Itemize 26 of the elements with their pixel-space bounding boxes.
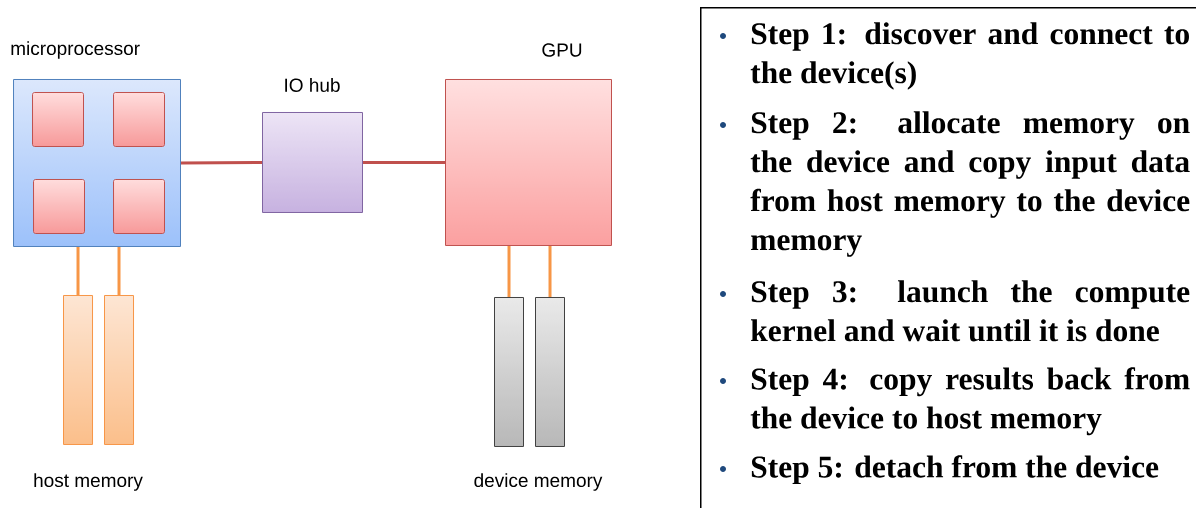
gpu-box: GPU (445, 43, 612, 246)
memory-stick (535, 297, 565, 447)
node-label: microprocessor (11, 41, 140, 59)
connector-line (117, 247, 121, 295)
node-label: IO hub (285, 78, 340, 92)
memory-stick (104, 295, 134, 445)
connector-line (507, 246, 511, 297)
step-text: Step 4: copy results back from the device to host memory (750, 367, 1190, 436)
hub-box: IO hub (262, 78, 363, 213)
memory-label: host memory (34, 473, 143, 491)
core-box (113, 92, 165, 147)
connector-line (363, 161, 445, 164)
memory-stick (494, 297, 524, 447)
step-text: Step 2: allocate memory on the device and copy input data from host memory to the device memory (750, 111, 1190, 257)
connector-line (548, 246, 552, 297)
core-box (113, 179, 165, 234)
connector-line (76, 247, 80, 295)
step-text: Step 3: launch the compute kernel and wait until it is done (751, 280, 1190, 342)
connector-line (181, 161, 263, 165)
memory-stick (63, 295, 93, 445)
core-box (32, 92, 84, 147)
memory-label: device memory (474, 473, 603, 491)
node-label: GPU (542, 43, 582, 57)
core-box (33, 179, 85, 234)
step-text: Step 1: discover and connect to the device(s) (750, 22, 1189, 90)
step-text: Step 5: detach from the device (751, 455, 1159, 485)
